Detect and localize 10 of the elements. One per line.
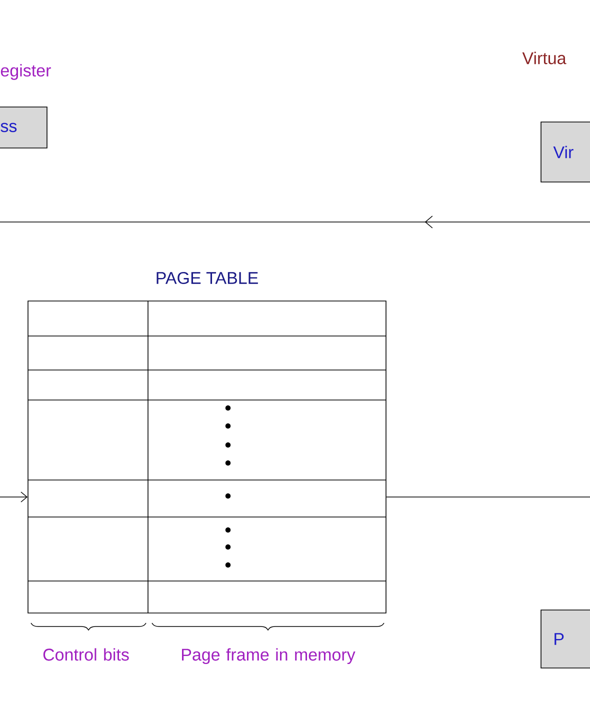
text-label: Control bits: [43, 648, 129, 661]
address-box: Vir: [540, 122, 590, 182]
node-label: PAGE TABLE: [156, 272, 258, 284]
arrow: [0, 492, 28, 502]
page-table: PAGE TABLE: [28, 272, 386, 614]
text-label: egister: [0, 64, 51, 80]
text-label: Page frame in memory: [182, 648, 356, 664]
address-box: ss: [0, 106, 48, 148]
address-box: P: [540, 610, 590, 668]
text-label: Virtua: [522, 52, 566, 64]
